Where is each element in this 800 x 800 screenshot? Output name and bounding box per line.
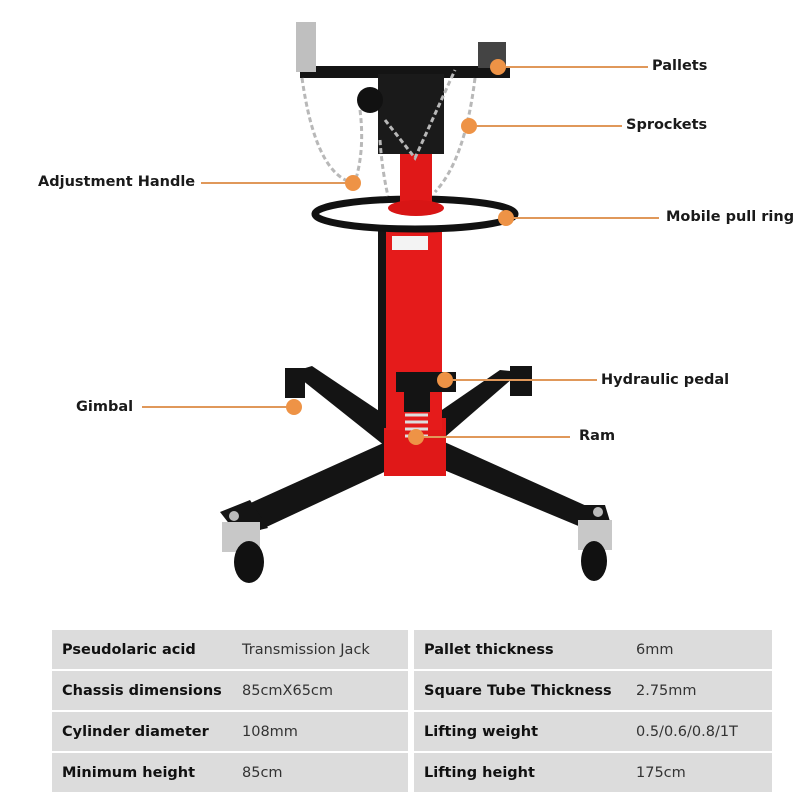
callout-label: Sprockets — [626, 117, 708, 133]
leader-line — [514, 217, 659, 219]
spec-key: Minimum height — [62, 764, 196, 781]
spec-key: Chassis dimensions — [62, 682, 222, 699]
spec-row: Lifting height 175cm — [414, 753, 772, 792]
spec-row: Cylinder diameter 108mm — [52, 712, 408, 753]
transmission-jack-illustration — [220, 22, 612, 583]
leader-line — [506, 66, 648, 68]
leader-line — [424, 436, 570, 438]
callout-label: Adjustment Handle — [38, 174, 196, 190]
spec-key: Lifting weight — [424, 723, 539, 740]
spec-key: Pallet thickness — [424, 641, 554, 658]
spec-row: Pseudolaric acid Transmission Jack — [52, 630, 408, 671]
callout-dot — [286, 399, 302, 415]
spec-value: 6mm — [636, 641, 674, 658]
spec-value: 85cmX65cm — [242, 682, 334, 699]
spec-column-left: Pseudolaric acid Transmission Jack Chass… — [52, 630, 408, 792]
callout-label: Mobile pull ring — [666, 209, 795, 225]
callout-dot — [345, 175, 361, 191]
callout-dot — [461, 118, 477, 134]
leader-line — [201, 182, 347, 184]
spec-value: 85cm — [242, 764, 283, 781]
spec-key: Cylinder diameter — [62, 723, 209, 740]
spec-key: Square Tube Thickness — [424, 682, 612, 699]
spec-column-right: Pallet thickness 6mm Square Tube Thickne… — [414, 630, 772, 792]
callout-dot — [498, 210, 514, 226]
spec-key: Pseudolaric acid — [62, 641, 196, 658]
spec-row: Lifting weight 0.5/0.6/0.8/1T — [414, 712, 772, 753]
spec-row: Chassis dimensions 85cmX65cm — [52, 671, 408, 712]
spec-table: Pseudolaric acid Transmission Jack Chass… — [52, 630, 772, 792]
callout-label: Hydraulic pedal — [601, 372, 730, 388]
spec-value: 108mm — [242, 723, 298, 740]
spec-value: 0.5/0.6/0.8/1T — [636, 723, 738, 740]
callout-dot — [490, 59, 506, 75]
callout-label: Pallets — [652, 58, 708, 74]
callout-label: Ram — [579, 428, 616, 444]
leader-line — [142, 406, 288, 408]
leader-line — [477, 125, 622, 127]
spec-row: Pallet thickness 6mm — [414, 630, 772, 671]
callout-dot — [437, 372, 453, 388]
spec-key: Lifting height — [424, 764, 535, 781]
leader-line — [453, 379, 597, 381]
callout-label: Gimbal — [76, 399, 134, 415]
spec-value: Transmission Jack — [242, 641, 370, 658]
spec-row: Square Tube Thickness 2.75mm — [414, 671, 772, 712]
product-diagram: Pallets Sprockets Adjustment Handle Mobi… — [38, 22, 795, 583]
spec-row: Minimum height 85cm — [52, 753, 408, 792]
callout-dot — [408, 429, 424, 445]
spec-value: 2.75mm — [636, 682, 697, 699]
spec-value: 175cm — [636, 764, 686, 781]
